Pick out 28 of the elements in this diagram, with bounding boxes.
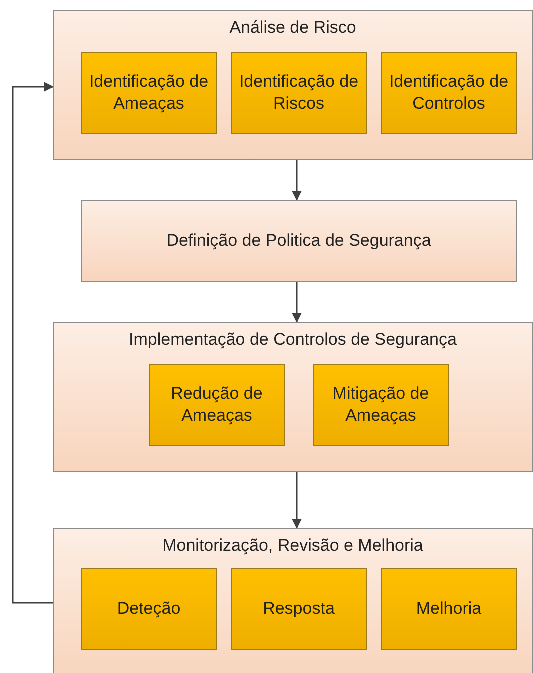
process-box bbox=[81, 52, 217, 134]
process-box bbox=[81, 200, 517, 282]
process-box bbox=[81, 568, 217, 650]
process-box bbox=[231, 568, 367, 650]
group-heading: Análise de Risco bbox=[228, 17, 358, 39]
arrow bbox=[292, 282, 302, 323]
process-box bbox=[149, 364, 285, 446]
box-label: Mitigação de Ameaças bbox=[332, 382, 430, 427]
group-heading: Implementação de Controlos de Segurança bbox=[128, 329, 458, 351]
arrow bbox=[292, 472, 302, 529]
arrow bbox=[12, 82, 54, 604]
group-box bbox=[53, 322, 533, 472]
box-label: Redução de Ameaças bbox=[170, 382, 264, 427]
box-label: Definição de Politica de Segurança bbox=[166, 230, 432, 252]
box-label: Identificação de Controlos bbox=[388, 70, 510, 115]
process-box bbox=[231, 52, 367, 134]
box-label: Resposta bbox=[263, 598, 335, 620]
group-box bbox=[53, 10, 533, 160]
box-label: Identificação de Ameaças bbox=[88, 70, 210, 115]
group-heading: Monitorização, Revisão e Melhoria bbox=[162, 535, 424, 557]
process-box bbox=[313, 364, 449, 446]
arrow bbox=[292, 160, 302, 201]
box-label: Deteção bbox=[117, 598, 181, 620]
box-label: Identificação de Riscos bbox=[238, 70, 360, 115]
group-box bbox=[53, 528, 533, 673]
box-label: Melhoria bbox=[416, 598, 482, 620]
process-box bbox=[381, 52, 517, 134]
process-box bbox=[381, 568, 517, 650]
